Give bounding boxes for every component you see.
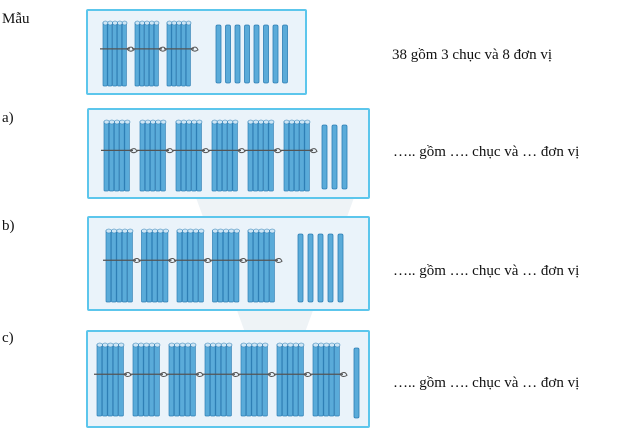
ten-stick-bundle bbox=[138, 228, 177, 303]
exercise-a-label: a) bbox=[2, 110, 14, 126]
single-stick bbox=[307, 233, 314, 303]
ten-stick-bundle bbox=[132, 20, 167, 87]
exercise-c-sentence: ….. gồm …. chục và … đơn vị bbox=[393, 375, 580, 391]
ten-stick-bundle bbox=[245, 119, 282, 192]
ten-stick-bundle bbox=[101, 119, 138, 192]
ten-stick-bundle bbox=[173, 119, 210, 192]
single-stick bbox=[234, 24, 241, 84]
ten-stick-bundle bbox=[245, 228, 283, 303]
ten-stick-bundle bbox=[100, 20, 135, 87]
ten-stick-bundle bbox=[137, 119, 174, 192]
ten-stick-bundle bbox=[94, 342, 132, 417]
single-stick bbox=[327, 233, 334, 303]
exercise-b-sentence: ….. gồm …. chục và … đơn vị bbox=[393, 263, 580, 279]
exercise-b-label: b) bbox=[2, 218, 15, 234]
single-stick bbox=[353, 347, 360, 419]
ten-stick-bundle bbox=[310, 342, 348, 417]
single-stick bbox=[297, 233, 304, 303]
single-stick bbox=[244, 24, 250, 84]
exercise-c-label: c) bbox=[2, 330, 14, 346]
ten-stick-bundle bbox=[166, 342, 204, 417]
ten-stick-bundle bbox=[164, 20, 199, 87]
exercise-b-picture-box bbox=[87, 216, 370, 311]
ten-stick-bundle bbox=[130, 342, 168, 417]
exercise-c-picture-box bbox=[86, 330, 370, 428]
ten-stick-bundle bbox=[103, 228, 141, 303]
single-stick bbox=[263, 24, 269, 84]
ten-stick-bundle bbox=[274, 342, 312, 417]
example-sentence: 38 gồm 3 chục và 8 đơn vị bbox=[392, 47, 552, 63]
single-stick bbox=[317, 233, 324, 303]
single-stick bbox=[282, 24, 288, 84]
single-stick bbox=[225, 24, 231, 84]
single-stick bbox=[272, 24, 279, 84]
single-stick bbox=[341, 124, 348, 190]
bundles-and-sticks bbox=[101, 119, 348, 192]
example-label: Mẫu bbox=[2, 11, 30, 27]
ten-stick-bundle bbox=[209, 228, 248, 303]
ten-stick-bundle bbox=[174, 228, 212, 303]
single-stick bbox=[253, 24, 260, 84]
single-stick bbox=[215, 24, 222, 84]
ten-stick-bundle bbox=[281, 119, 318, 192]
ten-stick-bundle bbox=[209, 119, 246, 192]
ten-stick-bundle bbox=[202, 342, 240, 417]
single-stick bbox=[321, 124, 328, 190]
bundles-and-sticks bbox=[94, 342, 360, 419]
exercise-a-picture-box bbox=[87, 108, 370, 199]
single-stick bbox=[331, 124, 338, 190]
bundles-and-sticks bbox=[103, 228, 344, 303]
bundles-and-sticks bbox=[100, 20, 288, 87]
ten-stick-bundle bbox=[238, 342, 276, 417]
example-picture-box bbox=[86, 9, 307, 95]
single-stick bbox=[337, 233, 344, 303]
exercise-a-sentence: ….. gồm …. chục và … đơn vị bbox=[393, 144, 580, 160]
